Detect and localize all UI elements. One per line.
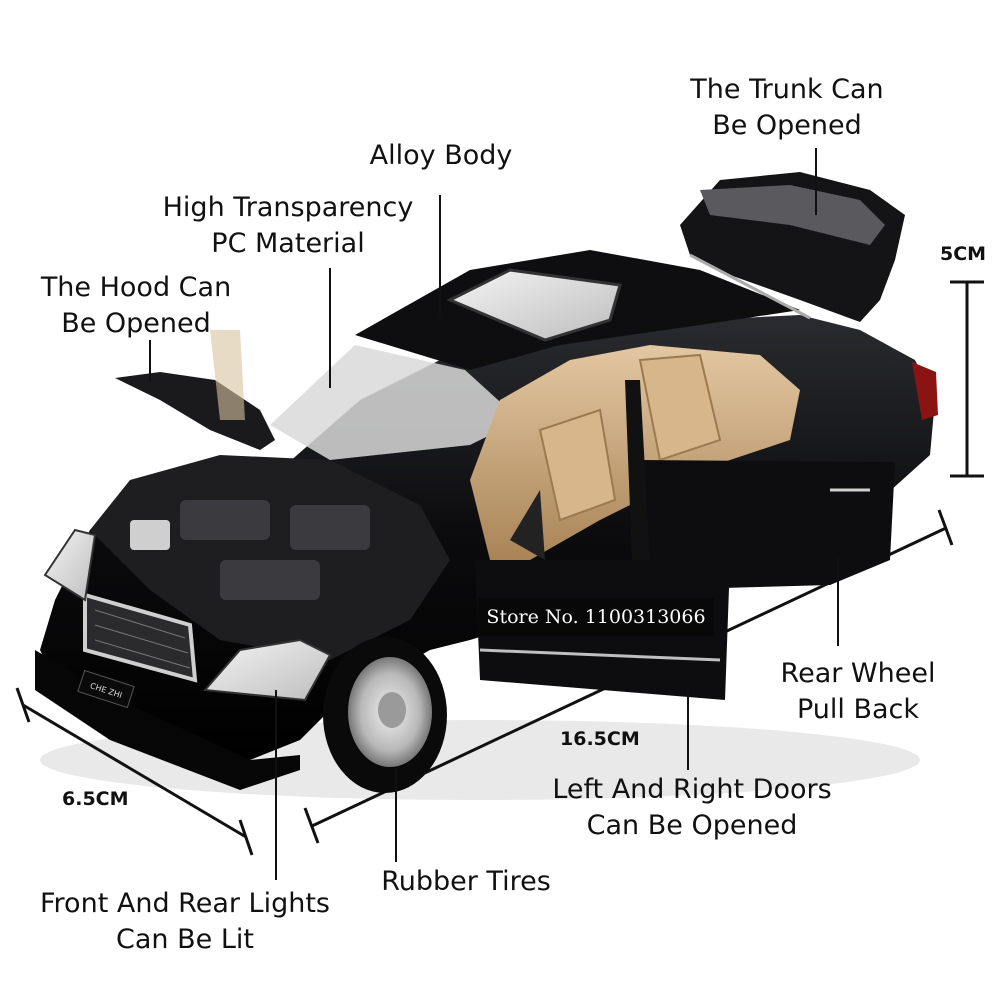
headlight-left [43,528,97,602]
doors-label: Left And Right Doors Can Be Opened [538,772,846,844]
engine-parts [130,500,370,600]
trunk-label: The Trunk Can Be Opened [664,72,910,144]
headlight-right [202,638,332,702]
rear-wheel-label: Rear Wheel Pull Back [760,656,956,728]
rear-door [640,460,895,590]
width-guide [15,687,254,856]
lights-label: Front And Rear Lights Can Be Lit [20,886,350,958]
hood-prop [210,330,245,420]
seat-back [638,353,722,462]
front-grille [83,592,198,683]
hood-label: The Hood Can Be Opened [18,270,254,342]
hood [115,372,275,450]
doors-label-line1: Left And Right Doors [552,774,832,805]
tail-light [912,362,938,420]
hood-label-line2: Be Opened [61,308,211,339]
lights-label-line2: Can Be Lit [116,924,254,955]
seat-front [538,408,617,522]
trunk-label-line2: Be Opened [712,110,862,141]
height-dimension: 5CM [940,243,987,265]
store-watermark: Store No. 1100313066 [478,598,714,636]
pc-label-line2: PC Material [211,228,365,259]
front-bumper [35,650,300,790]
lights-label-line1: Front And Rear Lights [39,888,330,919]
windshield [270,345,520,460]
length-dimension: 16.5CM [560,728,640,750]
rear-wheel-label-line2: Pull Back [796,694,920,725]
callout-lines [149,148,839,880]
height-guide [950,280,984,478]
hub-cap [378,692,406,728]
rear-wheel-label-line1: Rear Wheel [780,658,936,689]
front-door [475,560,730,700]
alloy-label: Alloy Body [369,140,513,171]
door-trim [479,648,721,662]
door-window-frame [510,490,545,560]
trunk-inner [700,185,885,245]
hood-label-line1: The Hood Can [40,272,232,303]
doors-label-line2: Can Be Opened [586,810,798,841]
trunk-label-line1: The Trunk Can [690,74,884,105]
tires-label: Rubber Tires [381,866,551,897]
grille-mesh [94,609,191,669]
rear-door-frame [625,380,650,560]
sunroof [446,268,622,342]
license-plate [77,669,135,709]
trunk-strut [689,253,811,320]
pc-label-line1: High Transparency [162,192,414,223]
width-dimension: 6.5CM [62,788,129,810]
pc-label: High Transparency PC Material [148,190,428,262]
